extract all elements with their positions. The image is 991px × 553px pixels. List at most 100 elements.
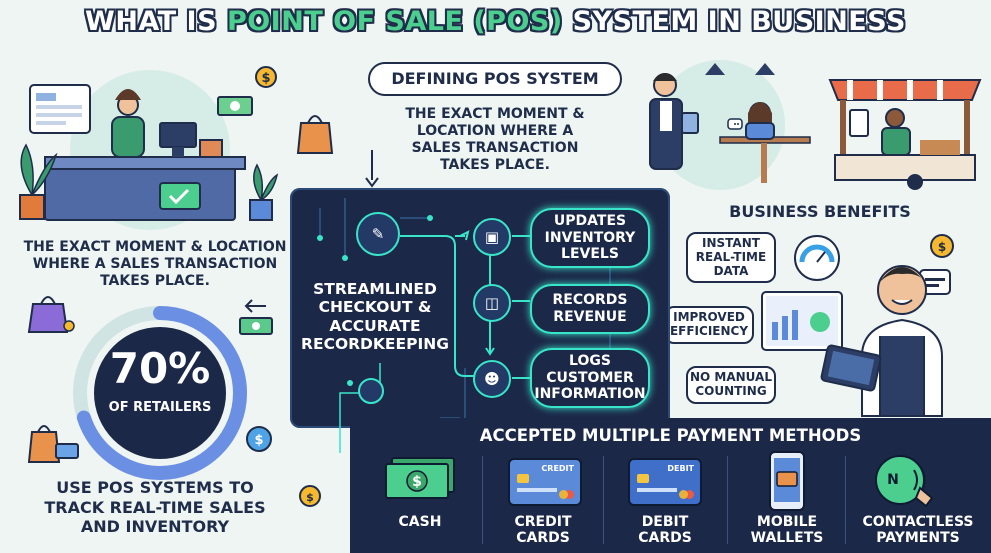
connector-line [365, 150, 379, 188]
stat-percent: 70% [109, 344, 211, 393]
checkout-counter-illustration: $ [19, 66, 279, 230]
title-part1: WHAT IS [85, 6, 227, 37]
title-part2: SYSTEM IN BUSINESS [562, 6, 906, 37]
left-text-line: THE EXACT MOMENT & LOCATION [23, 239, 287, 255]
payment-label-line: CREDIT [514, 514, 572, 530]
defining-text-line: THE EXACT MOMENT & [405, 106, 585, 122]
benefit-item: IMPROVED EFFICIENCY [664, 306, 754, 344]
function-box-revenue: RECORDS REVENUE [530, 284, 650, 334]
svg-text:$: $ [938, 240, 946, 254]
gauge-icon [794, 235, 840, 281]
defining-heading: DEFINING POS SYSTEM [368, 62, 622, 96]
center-line: ACCURATE [329, 316, 421, 335]
svg-text:$: $ [254, 433, 263, 448]
benefit-item: INSTANT REAL-TIME DATA [686, 232, 776, 284]
divider [482, 456, 483, 544]
function-box-inventory: UPDATES INVENTORY LEVELS [530, 208, 650, 268]
payment-label-line: PAYMENTS [876, 530, 960, 547]
debit-card-icon: DEBIT [628, 458, 702, 506]
payment-label-line: CARDS [516, 530, 570, 547]
box-line: CUSTOMER [546, 369, 634, 386]
payment-method-contactless: CONTACTLESS PAYMENTS [848, 514, 988, 546]
defining-text-line: SALES TRANSACTION [411, 140, 579, 157]
payment-label-line: CARDS [638, 530, 692, 547]
defining-text-line: TAKES PLACE. [440, 157, 550, 174]
coin-icon [930, 234, 954, 258]
mobile-wallet-icon [769, 451, 805, 511]
food-cart-illustration [828, 79, 982, 190]
payment-label-line: DEBIT [641, 514, 689, 530]
circuit-lines [317, 198, 611, 453]
benefit-line: EFFICIENCY [669, 323, 749, 338]
box-line: RECORDS [552, 292, 628, 309]
divider [603, 456, 604, 544]
center-line: STREAMLINED [313, 280, 437, 298]
payments-heading: ACCEPTED MULTIPLE PAYMENT METHODS [479, 426, 862, 445]
defining-text-line: LOCATION WHERE A [416, 123, 574, 140]
payment-label-line: CASH [398, 514, 442, 530]
benefit-line: COUNTING [695, 383, 767, 398]
stat-caption-line: USE POS SYSTEMS TO [56, 478, 254, 497]
box-icon: ▣ [473, 218, 511, 256]
benefit-line: NO MANUAL [689, 370, 772, 384]
payment-method-mobile: MOBILE WALLETS [734, 514, 840, 546]
payment-label-line: CONTACTLESS [862, 514, 974, 530]
cash-icon: ◫ [473, 284, 511, 322]
shopping-bag-icon [27, 296, 75, 333]
coin-icon: $ [299, 485, 321, 507]
shopping-bag-icon [28, 425, 79, 463]
box-line: INVENTORY [544, 229, 636, 246]
stat-ring-progress [73, 306, 247, 480]
stat-caption-line: TRACK REAL-TIME SALES [44, 497, 266, 517]
coin-icon: $ [246, 426, 272, 452]
receipt-icon: ✎ [356, 212, 400, 256]
center-statement: STREAMLINED CHECKOUT & ACCURATE RECORDKE… [292, 280, 458, 353]
title-highlight: POINT OF SALE (POS) [226, 6, 563, 37]
svg-text:$: $ [306, 491, 314, 504]
benefit-line: IMPROVED [673, 310, 745, 324]
shopping-bag-icon [296, 115, 334, 154]
contactless-icon [875, 455, 934, 508]
stat-ring [73, 306, 247, 480]
defining-text: THE EXACT MOMENT & LOCATION WHERE A SALE… [380, 106, 610, 174]
box-line: UPDATES [553, 212, 627, 229]
arrow-left-icon [239, 299, 273, 335]
divider [845, 456, 846, 544]
box-line: INFORMATION [534, 386, 646, 403]
left-definition-text: THE EXACT MOMENT & LOCATION WHERE A SALE… [20, 239, 290, 290]
box-line: LOGS [569, 352, 611, 369]
payment-method-cash: CASH [370, 514, 470, 530]
center-line: CHECKOUT & [318, 298, 432, 317]
payment-method-credit: CREDIT CARDS [490, 514, 596, 546]
benefit-line: INSTANT [702, 236, 760, 250]
node-icon [358, 378, 384, 404]
user-icon: ☻ [473, 360, 511, 398]
center-line: RECORDKEEPING [301, 334, 449, 353]
box-line: LEVELS [561, 246, 619, 263]
cash-icon: $ [385, 457, 455, 499]
payment-label-line: WALLETS [750, 530, 824, 547]
benefit-line: DATA [713, 263, 749, 278]
divider [727, 456, 728, 544]
svg-text:$: $ [412, 474, 422, 490]
stat-caption: USE POS SYSTEMS TO TRACK REAL-TIME SALES… [30, 478, 280, 537]
benefits-heading: BUSINESS BENEFITS [729, 202, 911, 221]
cafe-illustration [649, 60, 811, 190]
benefit-item: NO MANUAL COUNTING [686, 366, 776, 404]
box-line: REVENUE [553, 309, 627, 325]
card-brand-text: CREDIT [541, 464, 574, 473]
page-title: WHAT IS POINT OF SALE (POS) SYSTEM IN BU… [0, 6, 991, 37]
function-box-customer: LOGS CUSTOMER INFORMATION [530, 348, 650, 408]
credit-card-icon: CREDIT [508, 458, 582, 506]
business-owner-illustration: $ [761, 234, 954, 417]
payment-method-debit: DEBIT CARDS [612, 514, 718, 546]
card-brand-text: DEBIT [667, 464, 694, 473]
contactless-icon-text: N [887, 472, 899, 488]
left-text-line: TAKES PLACE. [100, 273, 210, 290]
svg-text:$: $ [261, 71, 270, 86]
left-text-line: WHERE A SALES TRANSACTION [32, 256, 278, 273]
benefit-line: REAL-TIME [695, 249, 767, 264]
stat-caption-line: AND INVENTORY [80, 517, 230, 537]
payment-label-line: MOBILE [756, 514, 818, 530]
stat-label: OF RETAILERS [108, 400, 212, 415]
